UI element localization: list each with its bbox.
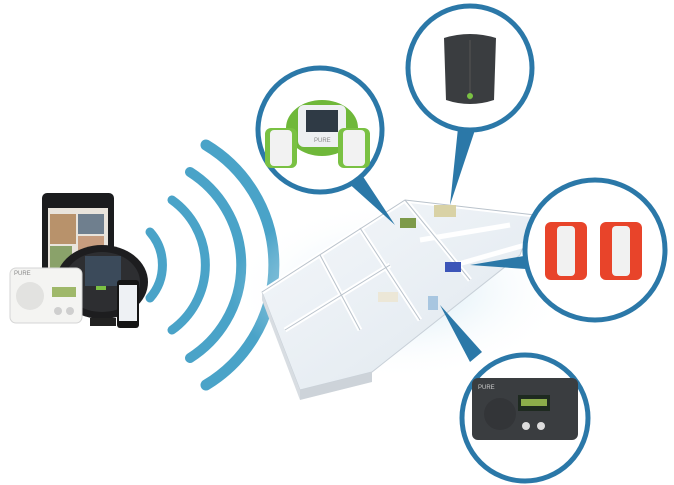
- furniture-fridge: [428, 296, 438, 310]
- furniture-table: [378, 292, 398, 302]
- dock-logo: PURE: [314, 138, 331, 144]
- furniture-sofa-blue: [445, 262, 461, 272]
- wave-3: [185, 167, 247, 363]
- furniture-sofa-green: [400, 218, 416, 228]
- room-bubble-top-left: PURE: [255, 65, 385, 195]
- room-bubble-top: [405, 3, 535, 133]
- room-bubble-right: [522, 177, 668, 323]
- wave-1: [145, 227, 167, 303]
- callout-pointers: [345, 128, 540, 362]
- furniture-bed: [434, 205, 456, 217]
- radio-white: PURE: [9, 267, 83, 324]
- radio-logo: PURE: [14, 271, 31, 277]
- source-devices: PURE: [9, 193, 148, 328]
- house-floorplan: [230, 197, 570, 400]
- wave-2: [167, 195, 210, 335]
- smartphone: [117, 280, 139, 328]
- radio-dark-logo: PURE: [478, 385, 495, 391]
- room-bubble-bottom: PURE: [459, 352, 591, 484]
